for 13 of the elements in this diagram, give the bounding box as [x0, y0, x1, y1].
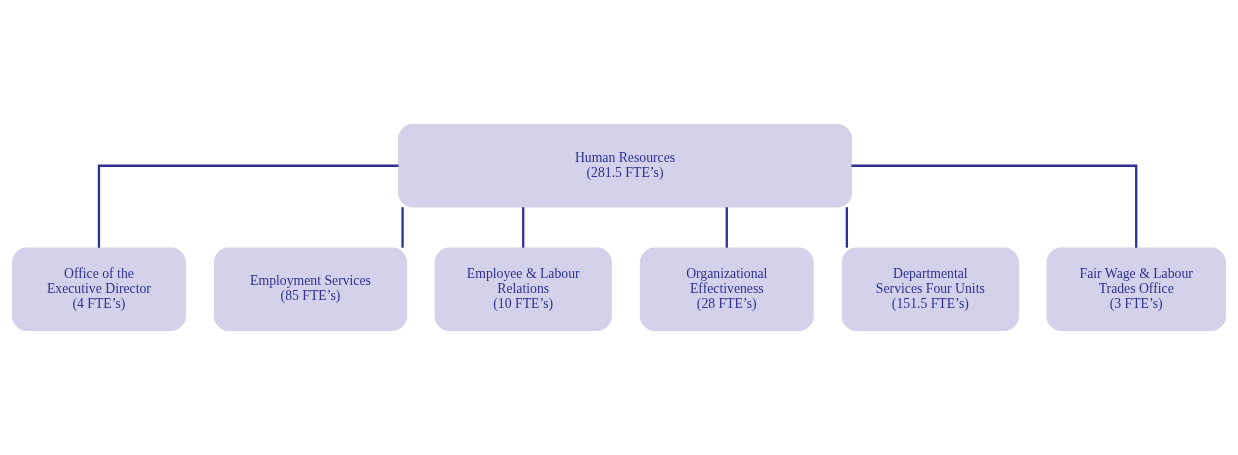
node-box: Employee & Labour Relations (10 FTE’s): [434, 247, 612, 331]
node-box: Office of the Executive Director (4 FTE’s): [12, 247, 186, 331]
connector: [851, 164, 1138, 248]
connector: [845, 207, 848, 248]
connector: [522, 207, 525, 248]
node-box: Organizational Effectiveness (28 FTE’s): [639, 247, 814, 331]
connector: [401, 207, 404, 248]
node-box: Human Resources (281.5 FTE’s): [398, 124, 852, 208]
node-box: Departmental Services Four Units (151.5 FTE’s): [841, 247, 1019, 331]
connector: [97, 164, 399, 248]
node-box: Fair Wage & Labour Trades Office (3 FTE’s): [1046, 247, 1226, 331]
connector: [725, 207, 728, 248]
node-box: Employment Services (85 FTE’s): [213, 247, 408, 331]
